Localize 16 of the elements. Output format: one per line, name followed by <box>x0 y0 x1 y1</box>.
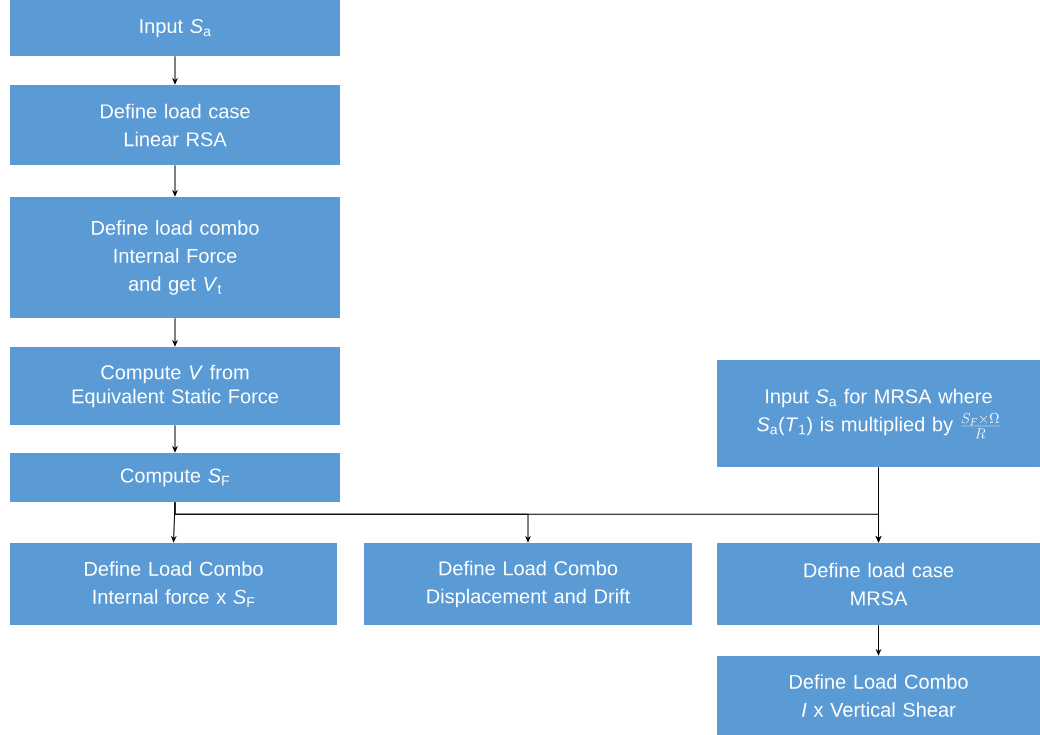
process-box: Define Load Combo Displacement and Drift <box>364 543 692 625</box>
process-box: Compute S$_{F}$ <box>10 453 340 502</box>
arrow <box>172 55 178 84</box>
arrow <box>876 624 881 655</box>
arrow <box>172 317 178 346</box>
process-box: Compute V from Equivalent Static Force <box>10 347 340 425</box>
arrow <box>172 164 178 196</box>
process-box: Input S$_{a}$ <box>10 0 340 56</box>
process-box: Define load case Linear RSA <box>10 85 340 165</box>
process-box: Define load combo Internal Force and get V$_{t}$ <box>10 197 340 318</box>
process-box: Input S$_{a}$ for MRSA where S$_{a}$(T$_{1}$) is multiplied by $\frac{S_F\times\Omega}{R}$ <box>717 360 1040 467</box>
arrow <box>172 424 178 452</box>
process-box: Define Load Combo I x Vertical Shear <box>717 656 1040 735</box>
arrow <box>876 466 881 542</box>
process-box: Define Load Combo Internal force x S$_{F}$ <box>10 543 337 625</box>
process-box: Define load case MRSA <box>717 543 1040 625</box>
